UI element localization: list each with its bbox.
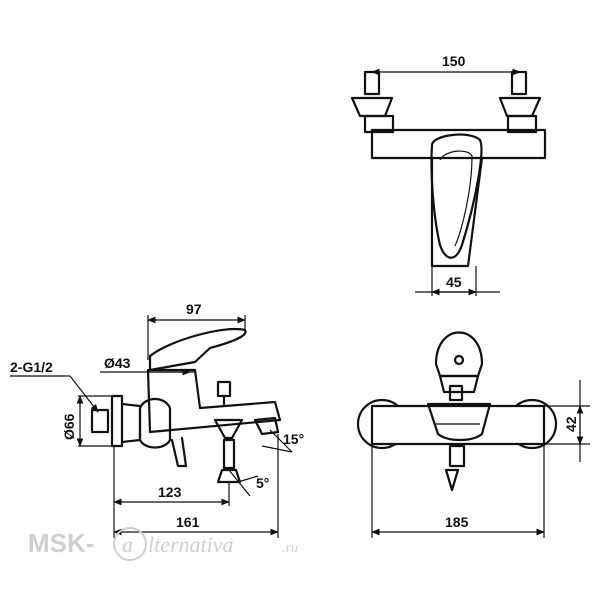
side-flange [110, 394, 124, 448]
angle-15-label: 15° [283, 431, 304, 447]
shower-hose-connector [222, 438, 236, 470]
left-flange [350, 96, 394, 118]
dim-diameter-66-label: Ø66 [61, 413, 77, 440]
diverter-knob [216, 380, 232, 398]
front-diverter [448, 384, 464, 402]
left-connector-nut [363, 70, 381, 96]
front-shower-connector [448, 444, 466, 468]
right-flange [498, 96, 542, 118]
watermark-prefix: MSK- [28, 528, 94, 558]
angle-5-label: 5° [256, 475, 269, 491]
front-spout [426, 402, 492, 442]
dim-150-label: 150 [442, 53, 466, 69]
front-lever-cap [434, 331, 484, 378]
side-body [146, 368, 282, 434]
dim-97-label: 97 [186, 301, 202, 317]
spout-top [430, 156, 484, 268]
dim-45-label: 45 [446, 274, 462, 290]
shower-outlet [213, 418, 244, 440]
side-eccentric [138, 397, 172, 449]
watermark-letter: a [122, 532, 133, 557]
front-body [370, 404, 546, 446]
left-eccentric [363, 114, 395, 134]
side-view: 97 Ø43 2-G1/2 Ø66 15° 5° 123 161 [10, 301, 304, 538]
watermark-suffix: lternativa [148, 532, 234, 557]
thread-label: 2-G1/2 [10, 359, 53, 375]
dim-123-label: 123 [158, 484, 182, 500]
lever-top [430, 133, 483, 259]
front-view: 185 42 [356, 331, 590, 538]
dim-42-label: 42 [563, 416, 579, 432]
side-nut [90, 408, 110, 434]
dim-185-label: 185 [445, 514, 469, 530]
watermark: MSK- a lternativa .ru [28, 527, 298, 561]
side-hose [170, 436, 188, 468]
watermark-circle-logo [113, 527, 147, 561]
mixer-body-top [370, 128, 547, 160]
side-lever [148, 328, 247, 372]
dim-161-label: 161 [176, 514, 200, 530]
watermark-domain: .ru [282, 541, 298, 556]
right-connector-nut [510, 70, 528, 96]
top-view: 150 45 [350, 53, 547, 296]
right-eccentric [506, 114, 538, 134]
dim-diameter-43-label: Ø43 [104, 355, 131, 371]
side-spout-tip [253, 416, 280, 436]
